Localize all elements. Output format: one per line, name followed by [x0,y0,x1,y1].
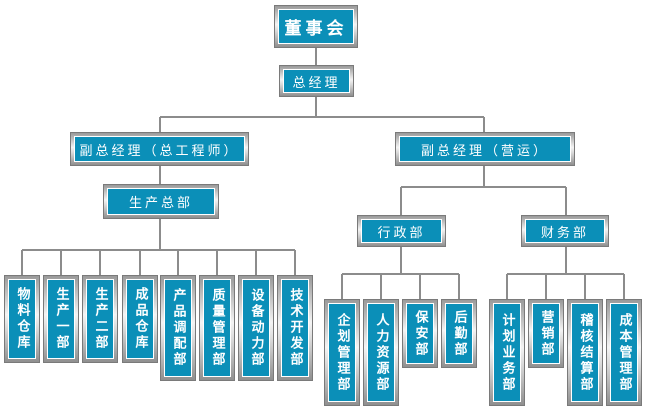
connector-admin-depts [341,246,460,300]
node-production-hq: 生产总部 [104,185,218,218]
dept-label: 后勤部 [445,303,473,364]
dept-production-3: 成品仓库 [123,276,157,362]
dept-label: 营销部 [532,303,560,364]
node-vp-operations-label: 副总经理（营运） [399,136,571,162]
dept-label: 保安部 [406,303,434,364]
dept-label: 人力资源部 [367,303,395,402]
dept-label: 质量管理部 [203,279,231,377]
dept-label: 成本管理部 [610,303,638,402]
node-board: 董事会 [275,6,357,47]
dept-label: 稽核结算部 [571,303,599,402]
dept-label: 产品调配部 [164,279,192,377]
dept-admin-0: 企划管理部 [325,300,359,405]
dept-label: 技术开发部 [281,279,309,377]
node-vp-engineering: 副总经理（总工程师） [71,133,248,165]
dept-label: 设备动力部 [242,279,270,377]
dept-label: 生产二部 [86,279,114,359]
dept-finance-0: 计划业务部 [490,300,524,405]
dept-admin-2: 保安部 [403,300,437,367]
dept-production-7: 技术开发部 [278,276,312,380]
connector-vpops-admin-finance [400,165,567,216]
dept-admin-3: 后勤部 [442,300,476,367]
node-board-label: 董事会 [278,9,354,44]
dept-label: 成品仓库 [126,279,154,359]
node-admin-label: 行政部 [361,219,442,243]
connector-prodhq-depts [21,218,296,276]
dept-admin-1: 人力资源部 [364,300,398,405]
connector-finance-depts [506,246,625,300]
dept-production-4: 产品调配部 [161,276,195,380]
connector-gm-vps [159,96,485,133]
dept-label: 企划管理部 [328,303,356,402]
dept-label: 物料仓库 [8,279,36,359]
dept-production-5: 质量管理部 [200,276,234,380]
dept-finance-2: 稽核结算部 [568,300,602,405]
node-admin: 行政部 [358,216,445,246]
dept-label: 计划业务部 [493,303,521,402]
node-production-hq-label: 生产总部 [107,188,215,215]
node-finance: 财务部 [522,216,608,246]
node-general-manager: 总经理 [280,66,353,96]
dept-production-6: 设备动力部 [239,276,273,380]
node-general-manager-label: 总经理 [283,69,350,93]
dept-label: 生产一部 [47,279,75,359]
node-finance-label: 财务部 [525,219,605,243]
node-vp-engineering-label: 副总经理（总工程师） [74,136,245,162]
dept-finance-3: 成本管理部 [607,300,641,405]
node-vp-operations: 副总经理（营运） [396,133,574,165]
dept-finance-1: 营销部 [529,300,563,367]
dept-production-0: 物料仓库 [5,276,39,362]
dept-production-2: 生产二部 [83,276,117,362]
dept-production-1: 生产一部 [44,276,78,362]
